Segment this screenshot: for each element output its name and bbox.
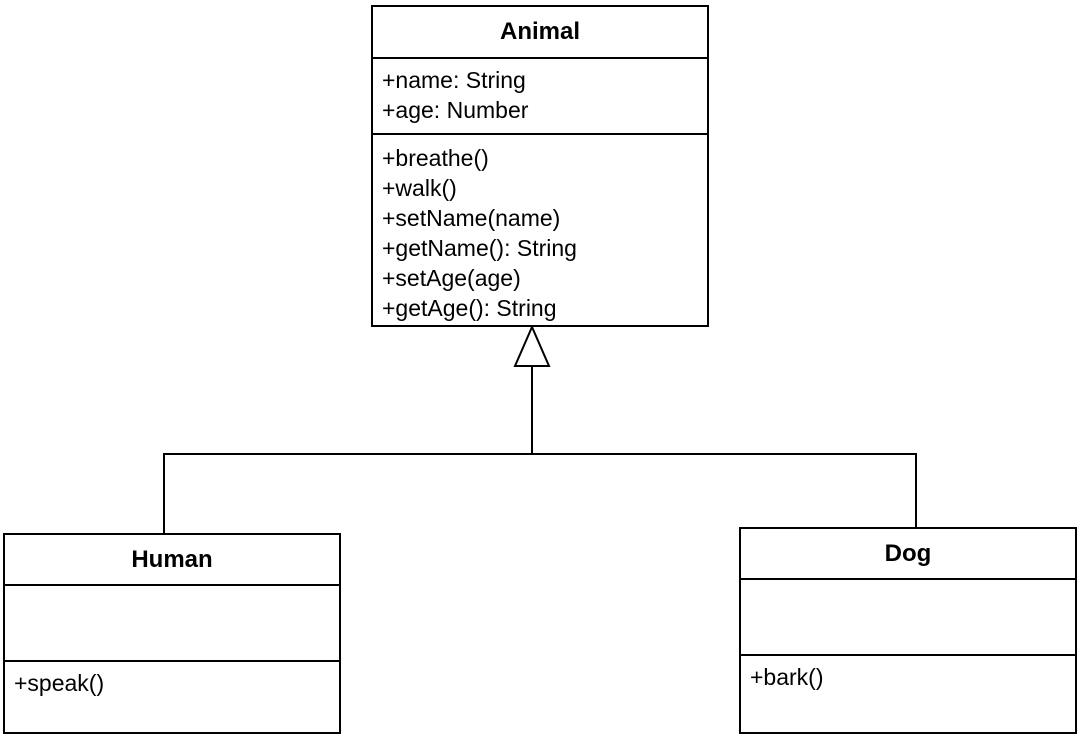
class-name-animal: Animal: [373, 7, 707, 59]
attributes-dog: [741, 580, 1075, 656]
operation-set-name: +setName(name): [382, 205, 561, 231]
class-name-dog: Dog: [741, 529, 1075, 580]
operation-speak: +speak(): [14, 670, 105, 696]
class-name-human: Human: [5, 535, 339, 586]
attributes-human: [5, 586, 339, 662]
class-dog[interactable]: Dog +bark(): [739, 527, 1077, 734]
class-animal[interactable]: Animal +name: String +age: Number +breat…: [371, 5, 709, 327]
attribute-age: +age: Number: [382, 97, 529, 123]
operation-set-age: +setAge(age): [382, 265, 521, 291]
attribute-name: +name: String: [382, 67, 526, 93]
operation-breathe: +breathe(): [382, 145, 489, 171]
operation-get-age: +getAge(): String: [382, 295, 557, 321]
class-human[interactable]: Human +speak(): [3, 533, 341, 734]
generalization-arrowhead-icon: [513, 324, 551, 367]
operations-dog: +bark(): [741, 656, 1075, 692]
operation-get-name: +getName(): String: [382, 235, 577, 261]
operations-human: +speak(): [5, 662, 339, 698]
operation-walk: +walk(): [382, 175, 457, 201]
operations-animal: +breathe() +walk() +setName(name) +getNa…: [373, 135, 707, 323]
attributes-animal: +name: String +age: Number: [373, 59, 707, 135]
operation-bark: +bark(): [750, 664, 824, 690]
